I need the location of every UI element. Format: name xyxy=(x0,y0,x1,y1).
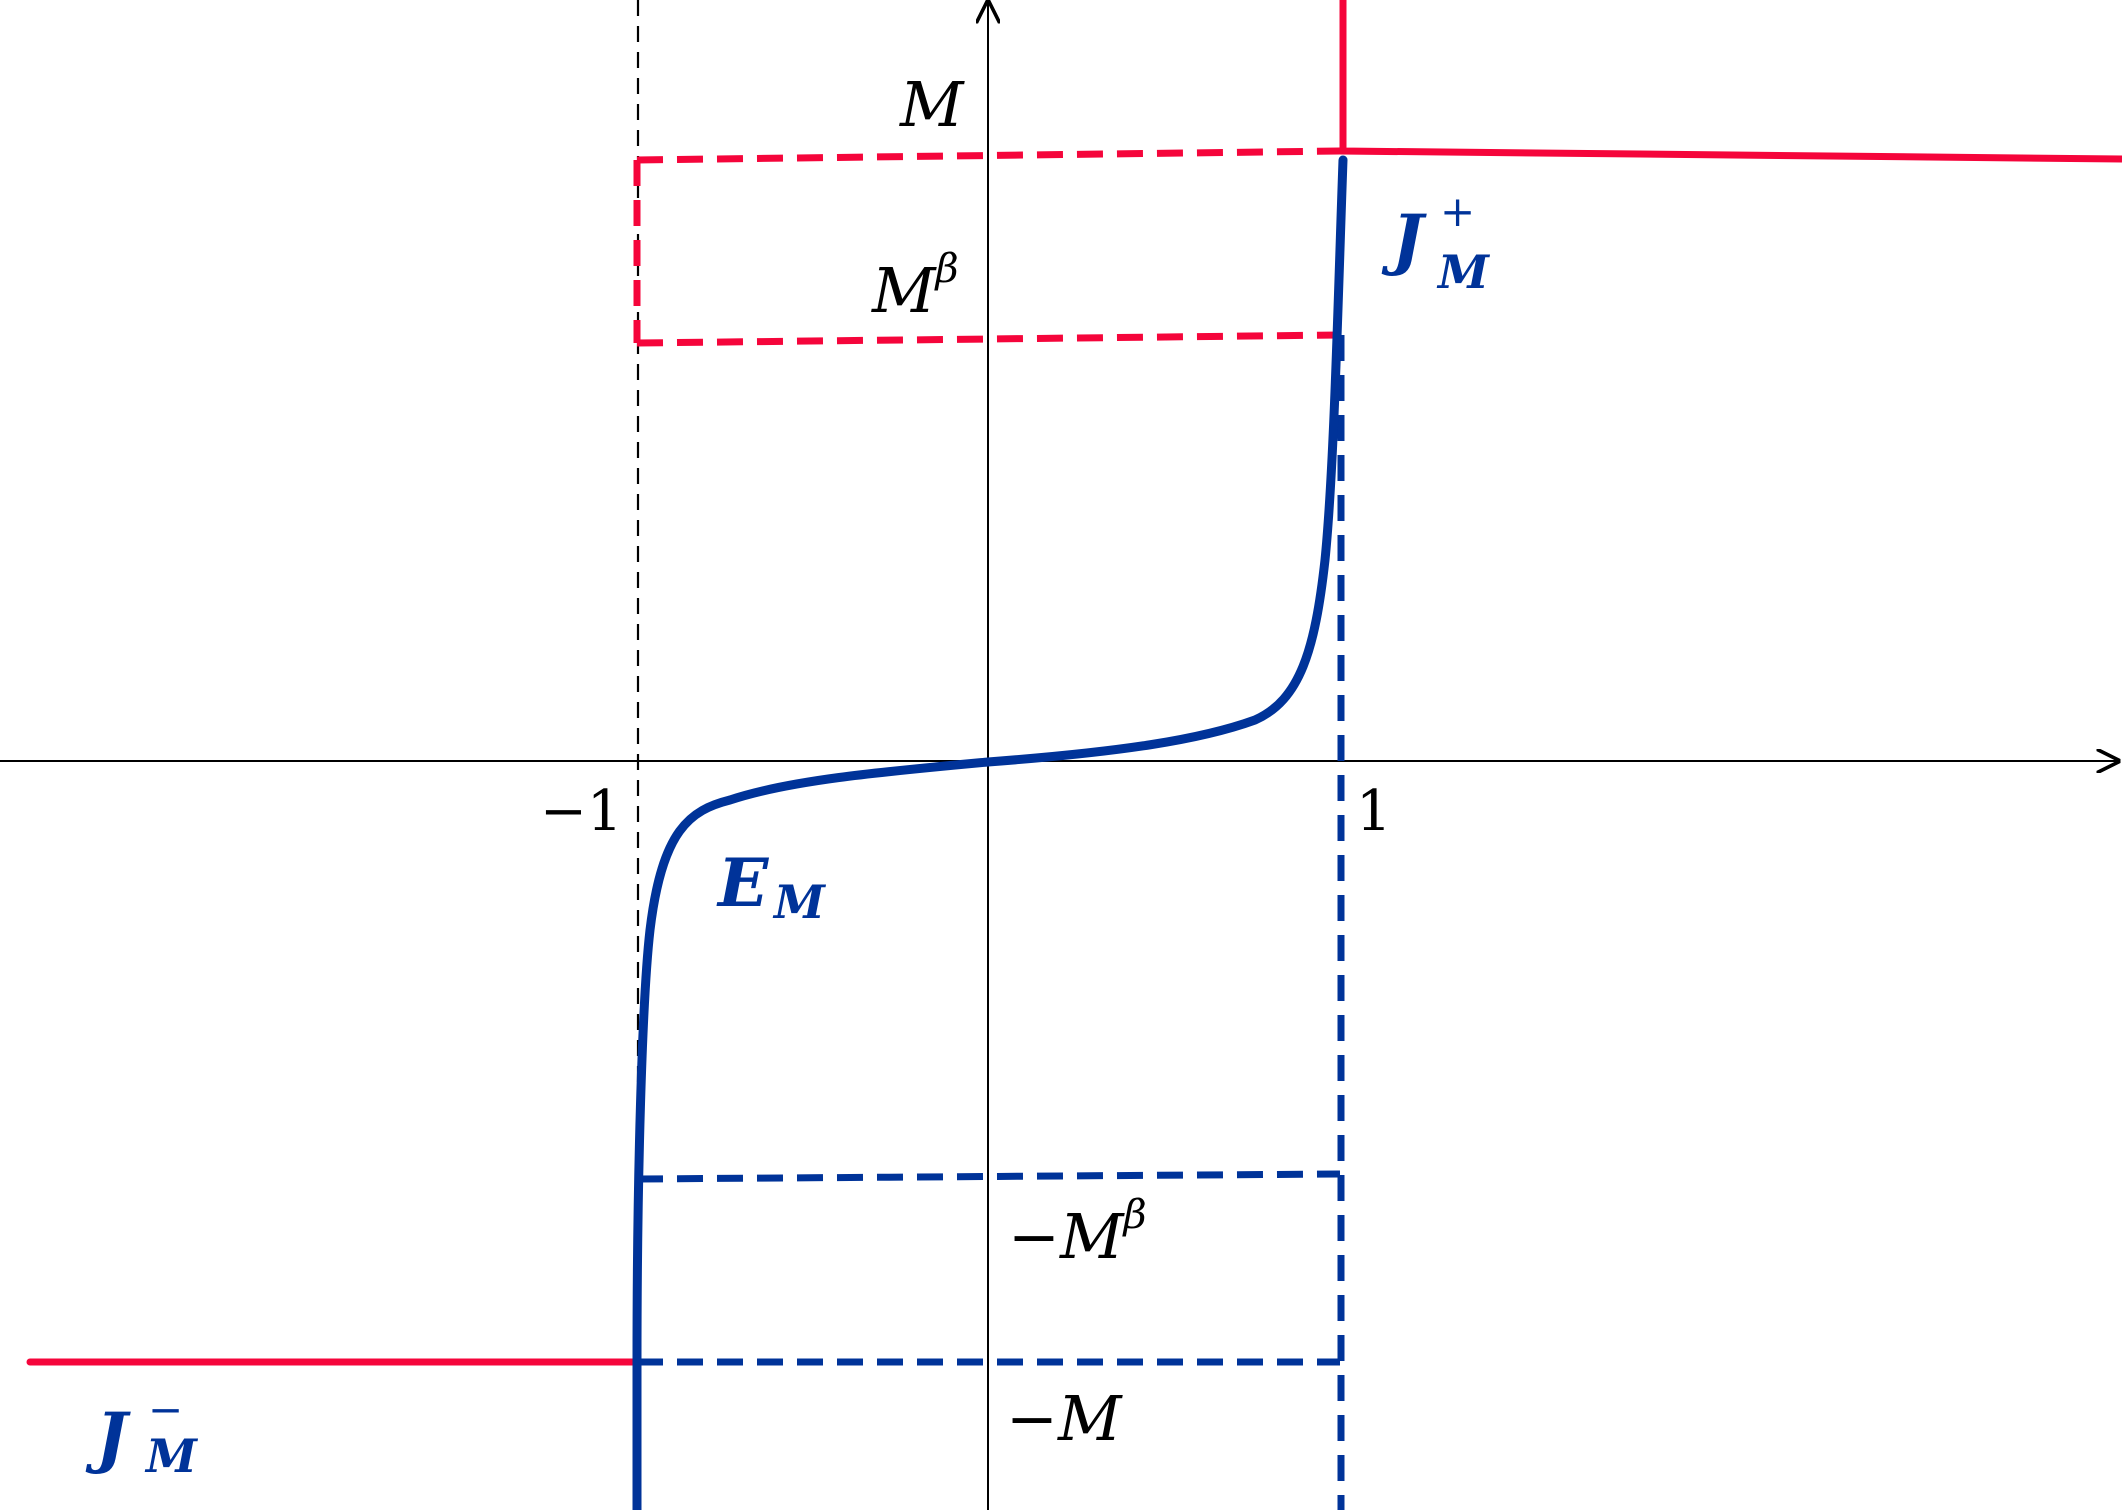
label-neg-M-beta-sup: β xyxy=(1121,1192,1146,1238)
label-neg-M: −M xyxy=(1006,1382,1123,1455)
label-E-M: E M xyxy=(716,844,827,929)
label-one: 1 xyxy=(1356,779,1392,844)
red-dashed-line-M xyxy=(636,147,1341,164)
label-neg-M-beta-base: −M xyxy=(1008,1200,1125,1273)
red-curve-J-plus xyxy=(1339,0,2122,163)
red-dashed-line-M-beta xyxy=(636,331,1341,347)
label-J-minus-sup: − xyxy=(148,1385,183,1434)
label-J-plus-base: J xyxy=(1381,200,1427,278)
label-M-beta-sup: β xyxy=(933,246,958,292)
label-J-plus: J + M xyxy=(1381,187,1491,299)
label-neg-one: −1 xyxy=(540,779,623,844)
label-J-minus-sub: M xyxy=(144,1429,199,1483)
label-M: M xyxy=(899,68,965,141)
label-M-beta: Mβ xyxy=(871,246,959,327)
label-M-beta-base: M xyxy=(871,254,937,327)
label-E-base: E xyxy=(716,844,770,922)
label-J-minus-base: J xyxy=(85,1398,131,1476)
label-J-plus-sub: M xyxy=(1436,245,1491,299)
label-E-sub: M xyxy=(772,875,827,929)
blue-curve-E-M xyxy=(632,155,1348,1510)
label-J-plus-sup: + xyxy=(1440,187,1475,236)
label-neg-M-beta: −Mβ xyxy=(1008,1192,1147,1273)
label-J-minus: J − M xyxy=(85,1385,199,1483)
blue-dashed-line-neg-M-beta xyxy=(636,1170,1341,1183)
